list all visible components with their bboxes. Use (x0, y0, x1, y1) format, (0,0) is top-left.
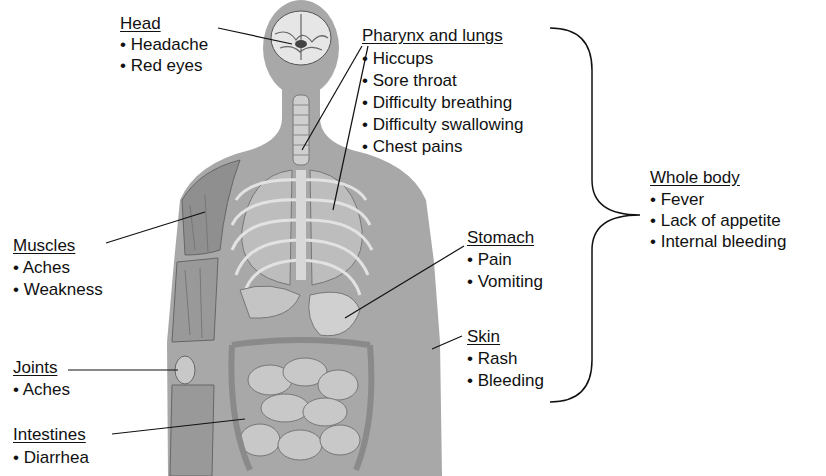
symptom-item: • Weakness (13, 280, 103, 300)
symptom-item: • Hiccups (362, 49, 433, 69)
region-heading: Intestines (13, 425, 86, 445)
symptom-item: • Vomiting (467, 272, 543, 292)
region-heading: Muscles (13, 236, 75, 256)
symptom-item: • Headache (120, 35, 208, 55)
region-heading: Head (120, 14, 161, 34)
symptom-item: • Lack of appetite (650, 211, 781, 231)
symptom-item: • Diarrhea (13, 448, 89, 468)
symptom-item: • Difficulty breathing (362, 93, 512, 113)
symptom-item: • Red eyes (120, 56, 203, 76)
region-heading: Skin (467, 327, 500, 347)
symptom-item: • Bleeding (467, 371, 544, 391)
symptom-item: • Fever (650, 190, 704, 210)
symptom-item: • Internal bleeding (650, 232, 786, 252)
symptom-item: • Chest pains (362, 137, 462, 157)
region-heading: Stomach (467, 228, 534, 248)
symptom-item: • Aches (13, 258, 70, 278)
symptom-item: • Difficulty swallowing (362, 115, 524, 135)
region-heading: Joints (13, 358, 57, 378)
symptom-item: • Rash (467, 349, 517, 369)
region-heading: Pharynx and lungs (362, 26, 503, 46)
region-heading: Whole body (650, 168, 740, 188)
symptom-item: • Aches (13, 380, 70, 400)
symptom-item: • Sore throat (362, 71, 457, 91)
symptom-item: • Pain (467, 250, 512, 270)
